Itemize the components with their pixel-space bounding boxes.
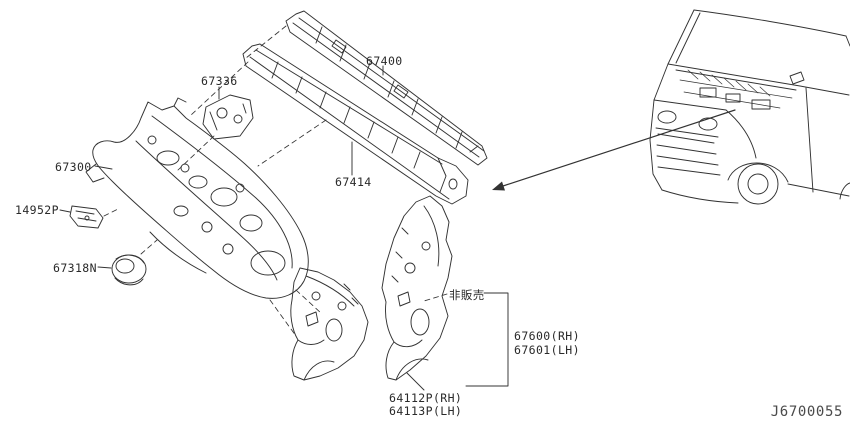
bracket-67600	[465, 292, 509, 387]
callout-leader-lines	[59, 65, 509, 391]
headlamp-right	[698, 117, 718, 131]
part-14952P-bracket	[69, 205, 104, 229]
arrowhead-icon	[492, 181, 505, 191]
vehicle-illustration	[649, 9, 850, 205]
callout-67601-lh: 67601(LH)	[514, 343, 580, 357]
part-67300-dash-panel	[85, 97, 309, 299]
callout-67336: 67336	[201, 74, 238, 88]
callout-67318N: 67318N	[53, 261, 97, 275]
callout-67300: 67300	[55, 160, 92, 174]
callout-64113P-lh: 64113P(LH)	[389, 404, 463, 418]
drawing-number: J6700055	[770, 404, 843, 420]
locator-arrow	[492, 109, 736, 191]
front-wheel	[737, 163, 779, 205]
part-67400-cowl-top	[285, 10, 488, 166]
part-64112P-hoodledge-panel	[290, 267, 369, 381]
part-67414-cowl-top-side	[242, 43, 469, 205]
callout-14952P: 14952P	[15, 203, 59, 217]
part-67318N-cap	[111, 254, 147, 286]
side-mirror	[789, 71, 805, 85]
callout-not-for-sale: 非販売	[449, 288, 485, 302]
callout-67414: 67414	[335, 175, 372, 189]
part-67336-bracket	[202, 94, 254, 140]
assembly-reference-lines	[103, 25, 448, 337]
callout-67400: 67400	[366, 54, 403, 68]
callout-67600-rh: 67600(RH)	[514, 329, 580, 343]
callout-64112P-rh: 64112P(RH)	[389, 391, 463, 405]
engine-bay-hatching	[679, 69, 793, 110]
headlamp-left	[657, 110, 677, 124]
part-67600-dash-side-panel	[381, 195, 453, 381]
